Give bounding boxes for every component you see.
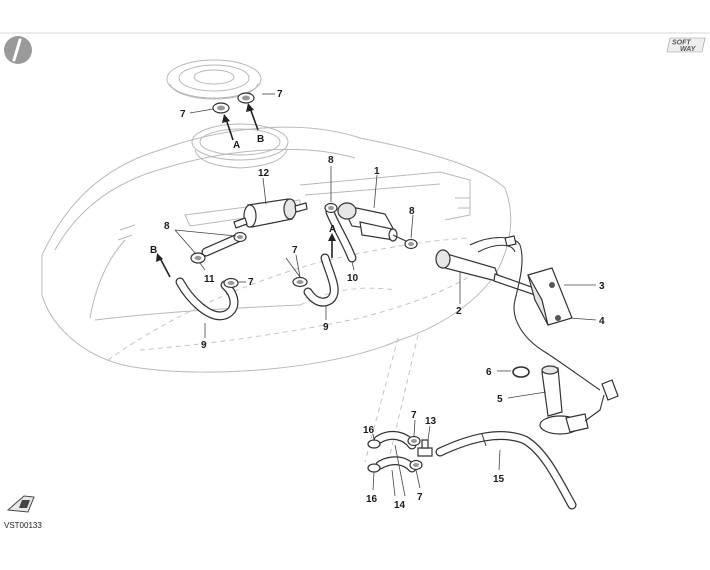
logo-line-1: SOFT	[672, 40, 691, 47]
cap-washer-right	[237, 92, 255, 104]
callout-7f: 7	[417, 492, 423, 503]
callout-9b: 9	[323, 322, 329, 333]
callout-8c: 8	[328, 155, 334, 166]
fuel-filter	[233, 198, 308, 229]
callout-7b: 7	[277, 89, 283, 100]
callout-11: 11	[204, 274, 215, 285]
callout-4: 4	[599, 316, 605, 327]
callout-2: 2	[456, 306, 462, 317]
clamp-8-left	[190, 252, 206, 264]
label-b-top: B	[257, 134, 264, 145]
callout-15: 15	[493, 474, 505, 485]
leader-lines	[174, 93, 597, 497]
drawing-code: VST00133	[4, 521, 42, 530]
arrow-a-top	[222, 114, 234, 141]
hose-left	[175, 277, 239, 321]
clamp-16-lower	[367, 463, 381, 473]
callout-7d: 7	[292, 245, 298, 256]
clamp-16-upper	[367, 439, 381, 449]
callout-labels: 7 7 A B 12 1 8 8 8 B A 11 7 7 9 9 10 2 3…	[150, 89, 605, 511]
callout-8a: 8	[164, 221, 170, 232]
t-connector	[417, 439, 433, 457]
o-ring	[512, 366, 530, 378]
clamp-8-filter	[233, 231, 247, 243]
arrow-b-top	[246, 103, 259, 131]
hose-lower-lower	[375, 456, 417, 473]
label-b-hose: B	[150, 245, 157, 256]
fuel-level-sender	[539, 365, 619, 435]
callout-7e: 7	[411, 410, 417, 421]
callout-16b: 16	[366, 494, 378, 505]
clamp-8-pump	[324, 202, 338, 214]
hose-filter-link	[201, 233, 243, 257]
info-badge-icon	[4, 36, 32, 64]
callout-7a: 7	[180, 109, 186, 120]
sensor-bracket	[527, 267, 573, 326]
hose-lower-upper	[373, 430, 417, 450]
logo-line-2: WAY	[680, 46, 697, 53]
fuel-tank-outline	[41, 123, 512, 463]
hose-pump-outlet	[325, 207, 357, 263]
clamp-left-7	[223, 277, 239, 289]
hose-middle	[303, 253, 339, 307]
callout-3: 3	[599, 281, 605, 292]
level-sensor	[435, 235, 601, 391]
clamp-7-lower-upper	[407, 435, 421, 447]
label-a-top: A	[233, 140, 240, 151]
cap-washer-left	[212, 102, 230, 114]
arrow-b-hose	[156, 253, 171, 278]
clamp-8-right	[404, 238, 418, 250]
callout-7c: 7	[248, 277, 254, 288]
callout-5: 5	[497, 394, 503, 405]
callout-6: 6	[486, 367, 492, 378]
softway-logo: SOFT WAY	[666, 37, 706, 53]
arrow-a-hose	[328, 233, 336, 258]
filler-cap	[166, 59, 262, 100]
callout-10: 10	[347, 273, 359, 284]
callout-14: 14	[394, 500, 406, 511]
callout-16a: 16	[363, 425, 375, 436]
hose-long	[435, 431, 577, 510]
callout-12: 12	[258, 168, 270, 179]
callout-8b: 8	[409, 206, 415, 217]
clamp-7-lower-lower	[409, 459, 423, 471]
view-orientation-icon	[6, 495, 35, 513]
callout-13: 13	[425, 416, 437, 427]
fuel-pump	[337, 202, 409, 243]
clamp-mid-7	[292, 276, 308, 288]
callout-1: 1	[374, 166, 380, 177]
callout-9a: 9	[201, 340, 207, 351]
label-a-hose: A	[329, 224, 336, 235]
